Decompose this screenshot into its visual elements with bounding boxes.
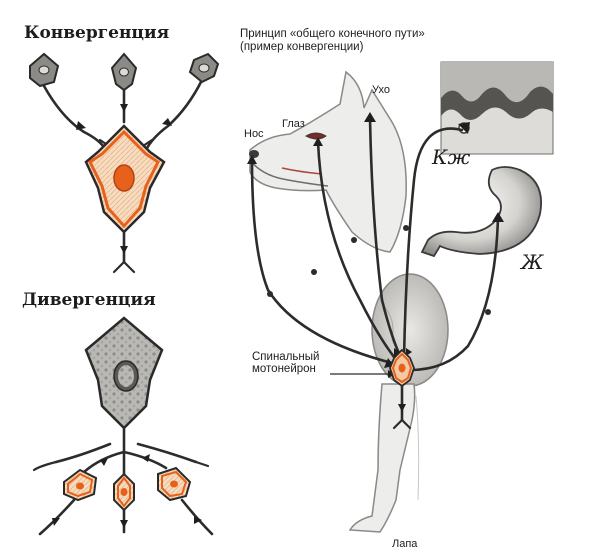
divergence-title: Дивергенция [22,290,156,310]
presynaptic-neuron-3 [188,52,220,84]
stomach-illustration [420,166,542,258]
principle-title-line1: Принцип «общего конечного пути» [240,28,425,40]
label-motoneuron-line1: Спинальный [252,351,319,363]
label-motoneuron-line2: мотонейрон [252,363,316,375]
spinal-cord-illustration [371,273,449,387]
convergence-diagram [29,52,220,274]
label-nose: Нос [244,128,264,140]
label-ear: Ухо [372,84,390,96]
divergent-neuron [84,316,164,430]
target-neuron-3 [157,466,192,502]
label-skin: Кж [431,145,470,169]
skin-illustration [440,61,554,155]
target-neuron-1 [63,468,98,502]
label-paw: Лапа [392,538,418,550]
principle-title-line2: (пример конвергенции) [240,41,364,53]
divergence-diagram [32,316,214,536]
dog-leg-illustration [348,383,420,533]
presynaptic-neuron-1 [29,52,60,88]
dog-head-illustration [249,70,407,253]
presynaptic-neuron-2 [110,52,138,92]
target-neuron-2 [113,472,135,512]
spinal-motoneuron [389,348,415,388]
label-stomach: Ж [519,250,544,274]
convergence-title: Конвергенция [24,23,169,43]
label-eye: Глаз [282,118,305,130]
